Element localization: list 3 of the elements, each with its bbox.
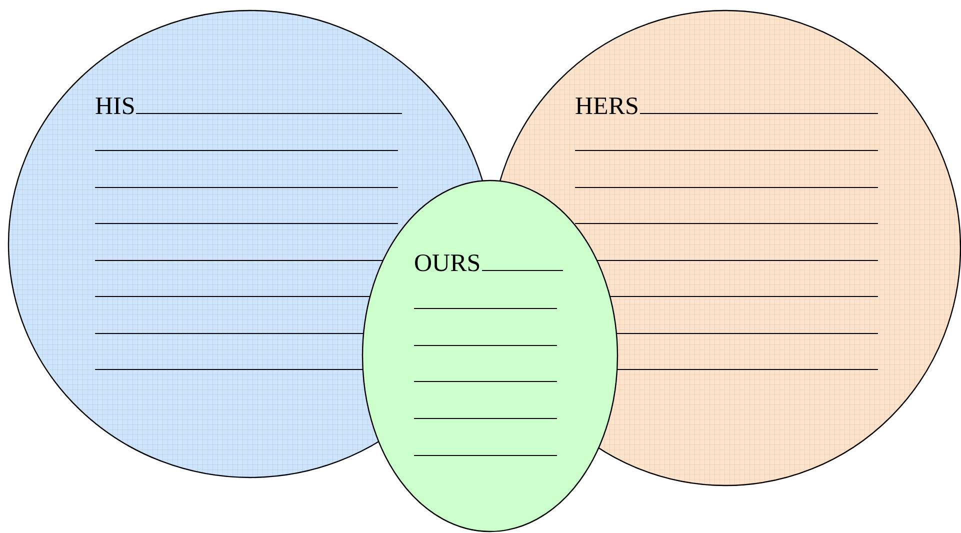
section-heading: HIS xyxy=(95,94,136,119)
section-heading: OURS xyxy=(414,251,481,276)
section-heading: HERS xyxy=(575,94,639,119)
